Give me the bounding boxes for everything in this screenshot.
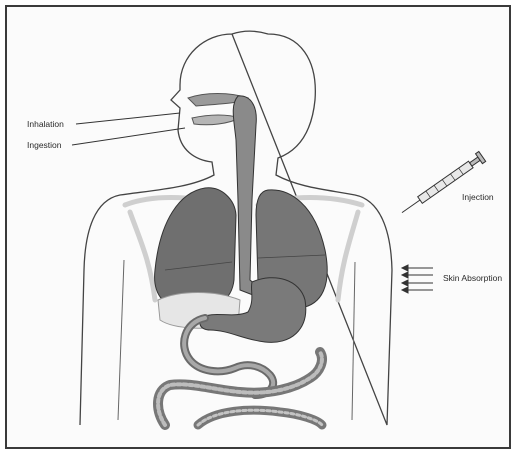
oral-cavity: [192, 115, 240, 125]
skin-absorption-label: Skin Absorption: [443, 273, 502, 283]
injection-label: Injection: [462, 192, 494, 202]
ingestion-label: Ingestion: [27, 140, 62, 150]
skin-absorption-arrows: [402, 265, 433, 293]
left-arm-inner: [118, 260, 124, 420]
inhalation-pointer: [76, 113, 180, 124]
syringe-icon: [399, 151, 486, 217]
inhalation-label: Inhalation: [27, 119, 64, 129]
ingestion-pointer: [72, 128, 185, 145]
right-arm-inner: [352, 262, 355, 420]
left-lung: [155, 188, 236, 310]
